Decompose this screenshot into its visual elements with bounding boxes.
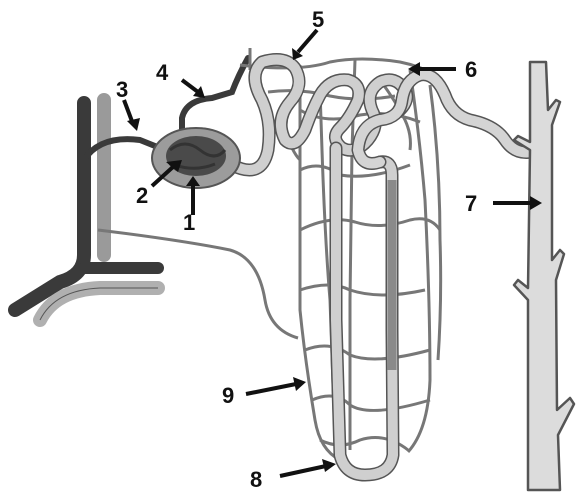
- glomerulus-and-capsule: [152, 128, 240, 188]
- label-1: 1: [183, 210, 195, 235]
- collecting-duct: [514, 62, 574, 490]
- label-8: 8: [250, 467, 262, 492]
- label-9: 9: [222, 383, 234, 408]
- renal-vessels: [15, 100, 158, 320]
- arrow-5: [292, 30, 317, 60]
- arrow-4: [182, 80, 205, 98]
- label-3: 3: [116, 77, 128, 102]
- arrow-9: [246, 377, 306, 394]
- arrow-3: [124, 100, 140, 131]
- label-6: 6: [465, 57, 477, 82]
- label-2: 2: [136, 183, 148, 208]
- loop-of-henle: [336, 148, 393, 475]
- arrow-8: [280, 459, 336, 476]
- label-5: 5: [312, 7, 324, 32]
- label-7: 7: [465, 191, 477, 216]
- label-4: 4: [156, 60, 169, 85]
